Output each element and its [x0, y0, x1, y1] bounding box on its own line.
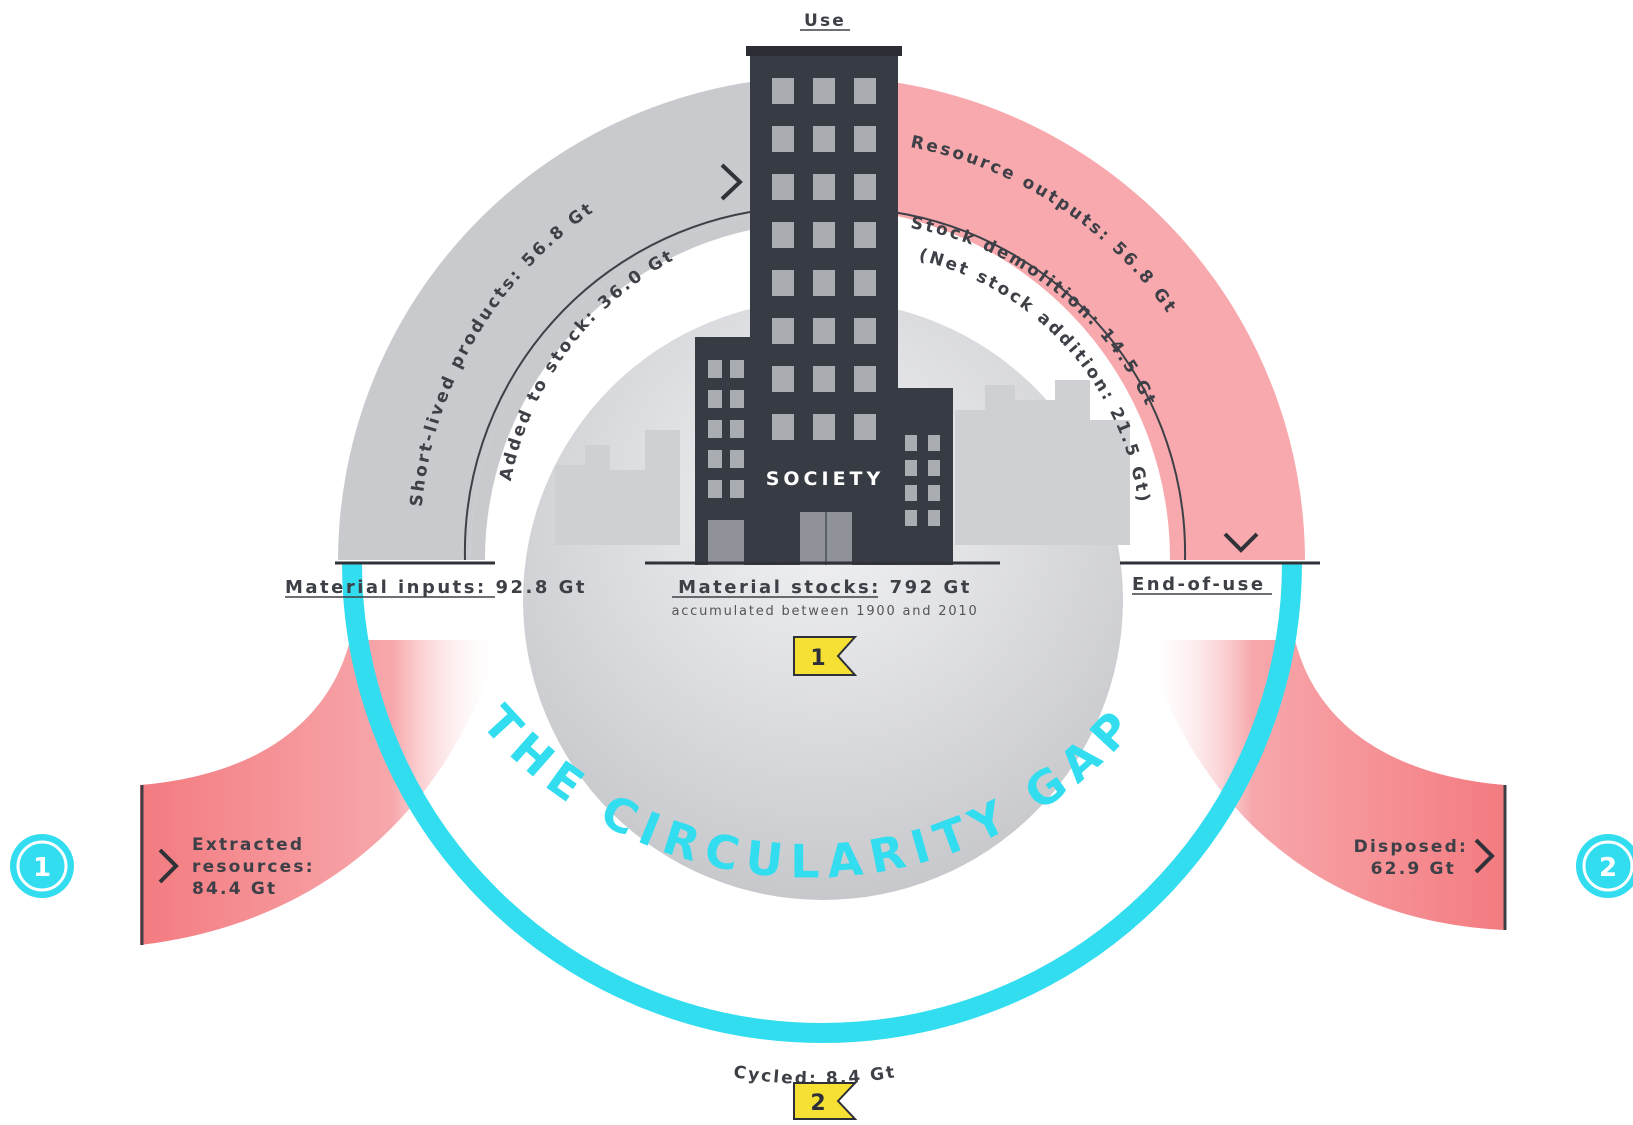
extracted-chevron-icon: [158, 848, 179, 884]
disposed-line-2: 62.9 Gt: [1371, 859, 1456, 879]
disposed-line-1: Disposed:: [1354, 837, 1468, 857]
svg-text:2: 2: [1599, 853, 1617, 883]
chevron-right-icon: [720, 163, 743, 201]
disposed-flow: [1145, 640, 1505, 930]
society-label: SOCIETY: [766, 468, 885, 490]
stock-divider-right: [892, 211, 1187, 561]
inner-grey-band: [469, 215, 750, 560]
extracted-line-2: resources:: [192, 857, 315, 877]
stocks-note: accumulated between 1900 and 2010: [671, 604, 978, 619]
material-inputs-label: Material inputs: 92.8 Gt: [285, 577, 587, 598]
material-stocks-label: Material stocks: 792 Gt: [678, 577, 972, 598]
output-arc-band: [893, 82, 1305, 560]
extracted-flow: [140, 640, 500, 945]
extracted-line-3: 84.4 Gt: [192, 879, 277, 899]
cycle-ring: [342, 562, 1302, 1043]
input-arc-band: [338, 82, 750, 560]
city-skyline: [555, 380, 1130, 545]
disposed-chevron-icon: [1474, 838, 1495, 874]
chevron-down-icon: [1223, 532, 1259, 553]
svg-text:1: 1: [810, 646, 825, 671]
extracted-line-1: Extracted: [192, 835, 304, 855]
stock-divider-left: [463, 211, 751, 561]
use-label: Use: [804, 11, 846, 31]
circle-marker-1: 1: [10, 834, 74, 898]
circle-marker-2: 2: [1576, 834, 1633, 898]
flag-marker-2: 2: [793, 1082, 858, 1120]
flag-marker-1: 1: [793, 636, 858, 676]
svg-text:1: 1: [33, 853, 51, 883]
society-building: [695, 46, 953, 565]
svg-text:2: 2: [810, 1091, 825, 1116]
end-of-use-label: End-of-use: [1132, 574, 1266, 595]
